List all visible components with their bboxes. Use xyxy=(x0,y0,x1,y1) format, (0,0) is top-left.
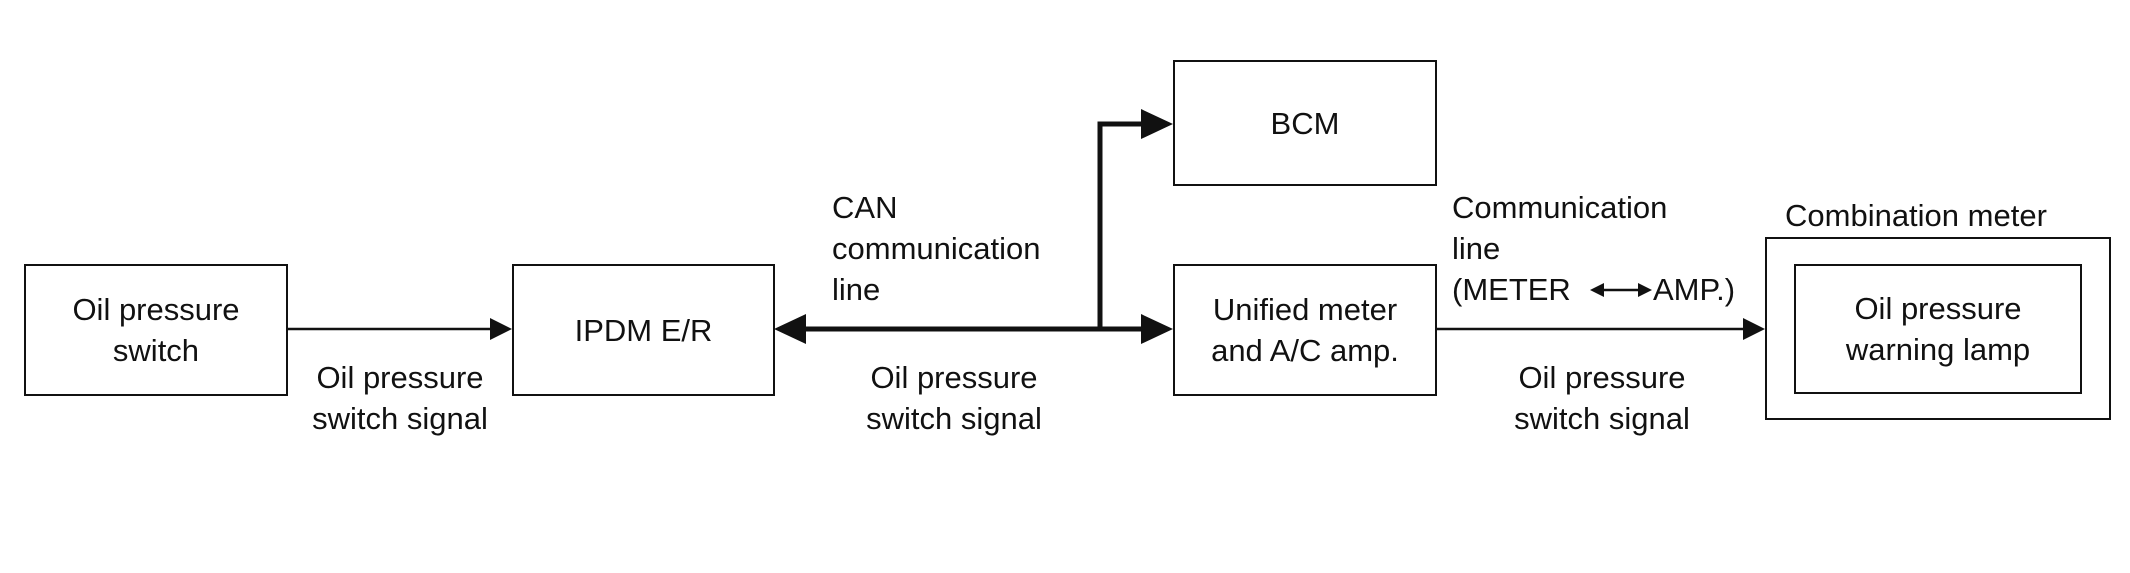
arrowhead-bcm xyxy=(1141,109,1173,139)
comm-line-label-suffix: AMP.) xyxy=(1653,272,1736,307)
bcm-label: BCM xyxy=(1270,105,1340,141)
oil-pressure-switch-box: Oil pressure switch xyxy=(24,264,288,396)
arrowhead-ipdm-left xyxy=(774,314,806,344)
signal-label-2: Oil pressure switch signal xyxy=(866,360,1042,436)
combination-meter-box: Oil pressure warning lamp xyxy=(1765,237,2111,420)
warning-lamp-label: Oil pressure warning lamp xyxy=(1845,290,2031,367)
unified-meter-label: Unified meter and A/C amp. xyxy=(1211,292,1399,368)
bcm-box: BCM xyxy=(1173,60,1437,186)
arrowhead-combination-meter xyxy=(1743,318,1765,340)
unified-meter-box: Unified meter and A/C amp. xyxy=(1173,264,1437,396)
ipdm-label: IPDM E/R xyxy=(574,312,713,348)
comm-line-label: Communication line (METER xyxy=(1452,190,1668,307)
arrowhead-ipdm xyxy=(490,318,512,340)
arrowhead-unified-meter xyxy=(1141,314,1173,344)
signal-label-3: Oil pressure switch signal xyxy=(1514,360,1690,436)
warning-lamp-box: Oil pressure warning lamp xyxy=(1794,263,2082,394)
can-branch-to-bcm xyxy=(1097,121,1150,329)
oil-pressure-switch-label: Oil pressure switch xyxy=(72,292,240,368)
combination-meter-title: Combination meter xyxy=(1785,198,2047,233)
can-line-label: CAN communication line xyxy=(832,190,1041,307)
double-arrow-icon xyxy=(1590,283,1652,297)
signal-label-1: Oil pressure switch signal xyxy=(312,360,488,436)
ipdm-box: IPDM E/R xyxy=(512,264,775,396)
